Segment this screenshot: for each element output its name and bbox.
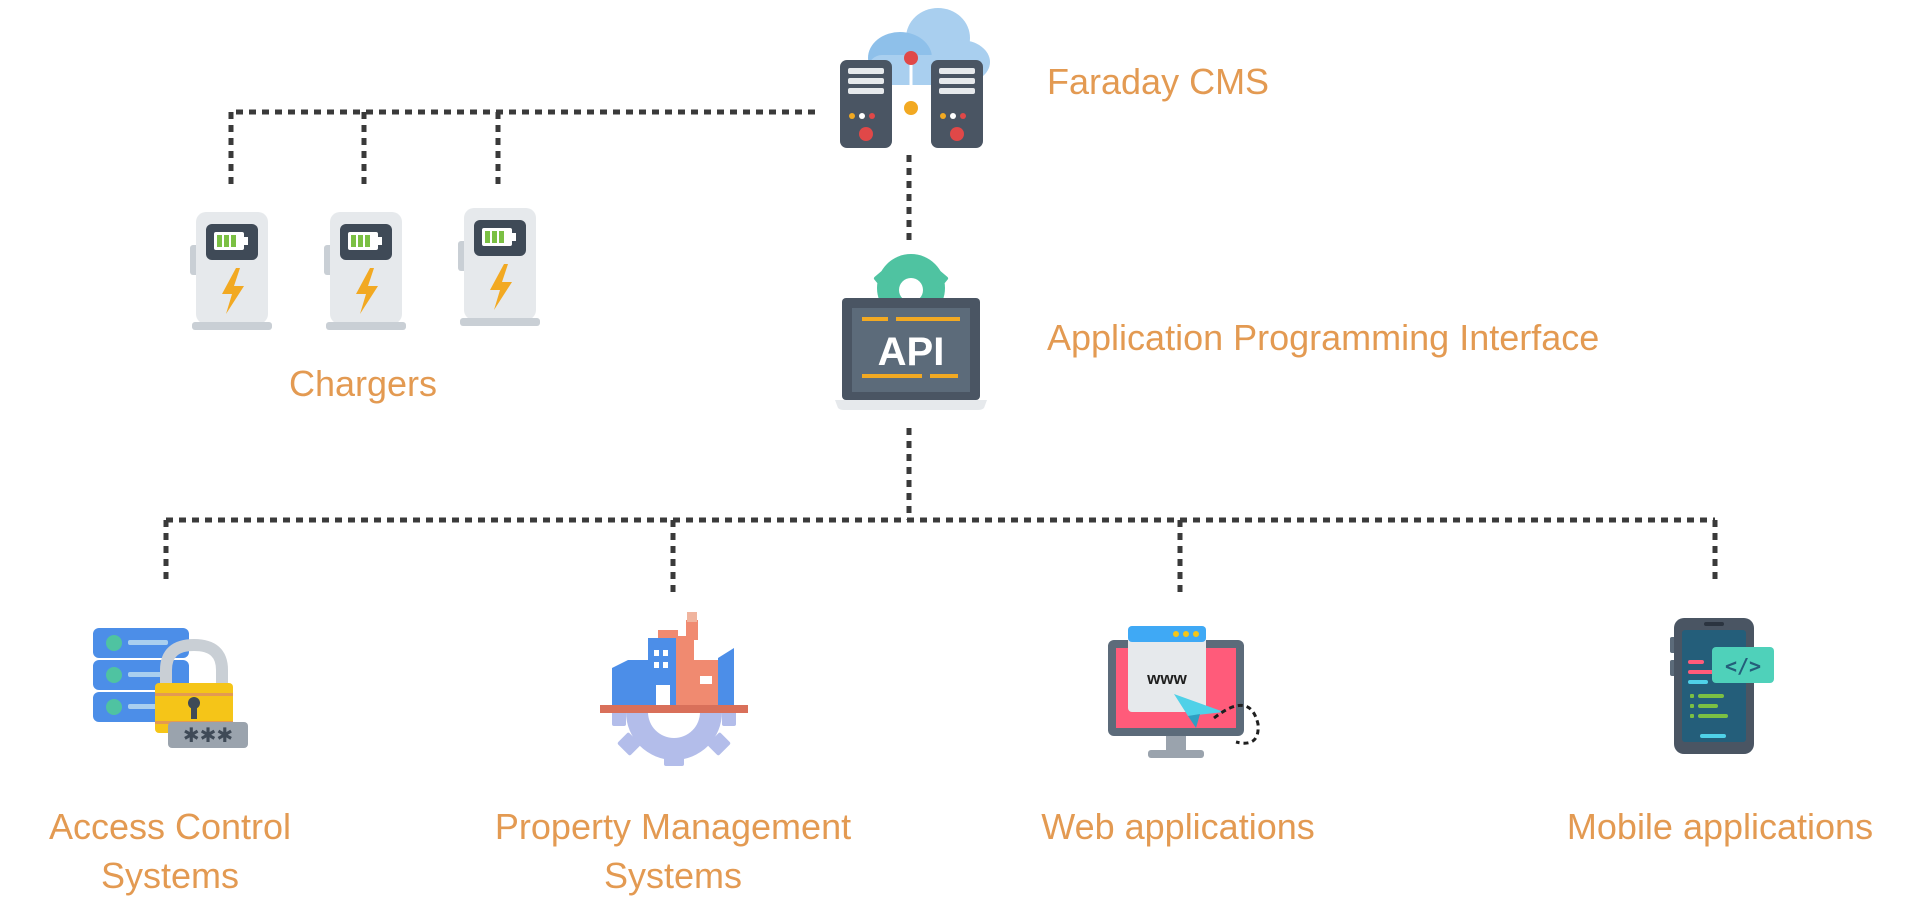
mobile-code-icon: </> <box>1670 618 1774 754</box>
web-browser-icon: www <box>1108 626 1260 758</box>
access-control-label-line2: Systems <box>101 855 239 896</box>
ev-charger-icon <box>458 208 540 326</box>
api-screen-text: API <box>878 330 945 374</box>
database-lock-icon: ✱✱✱ <box>93 628 248 748</box>
web-apps-label: Web applications <box>1041 806 1315 847</box>
ev-charger-icon <box>190 212 272 330</box>
svg-text:✱✱✱: ✱✱✱ <box>183 723 233 747</box>
api-laptop-icon: API <box>835 254 987 410</box>
property-management-label-line1: Property Management <box>495 806 851 847</box>
web-screen-text: www <box>1146 669 1187 688</box>
access-control-label-line1: Access Control <box>49 806 291 847</box>
cms-label: Faraday CMS <box>1047 61 1269 102</box>
cloud-server-icon <box>840 8 990 148</box>
mobile-apps-label: Mobile applications <box>1567 806 1873 847</box>
chargers-label: Chargers <box>289 363 437 404</box>
api-label: Application Programming Interface <box>1047 317 1599 358</box>
building-gear-icon <box>600 612 748 766</box>
connectors <box>163 109 1718 595</box>
property-management-label-line2: Systems <box>604 855 742 896</box>
ev-charger-icon <box>324 212 406 330</box>
mobile-code-text: </> <box>1725 654 1761 678</box>
charger-group <box>190 208 540 330</box>
